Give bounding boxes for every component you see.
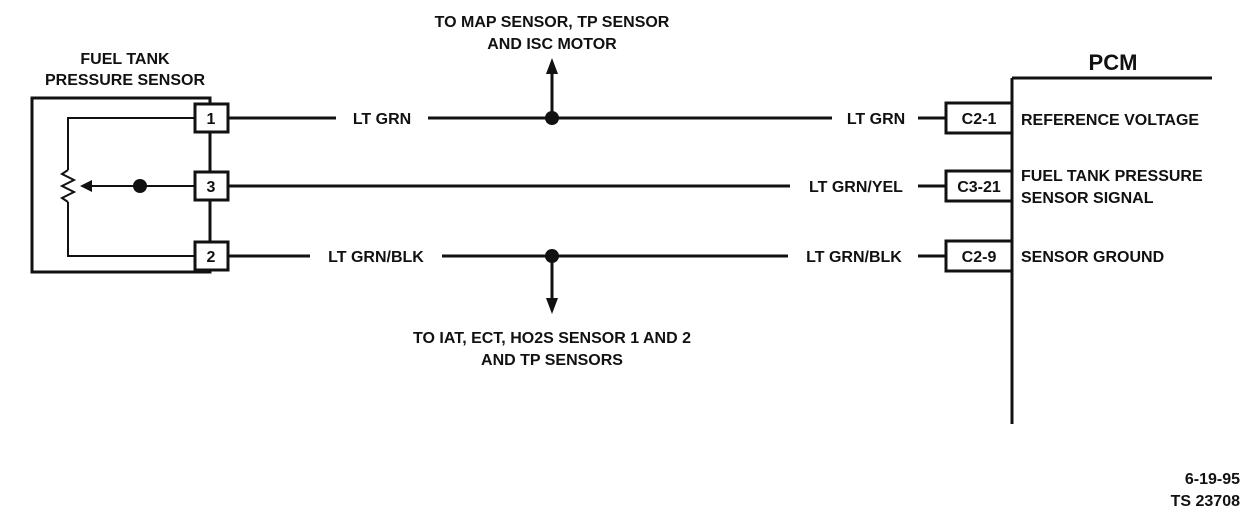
top-splice-label-line2: AND ISC MOTOR (487, 36, 617, 53)
reference-wire-label-right: LT GRN (847, 111, 905, 128)
pcm-connector-c2-1: C2-1 (944, 101, 1014, 135)
potentiometer-icon (59, 117, 195, 257)
top-splice (545, 58, 559, 125)
footer-date: 6-19-95 (1185, 471, 1240, 488)
sensor-pin-3: 3 (193, 170, 230, 202)
svg-text:C2-9: C2-9 (962, 249, 997, 266)
pcm-signal-label-line2: SENSOR SIGNAL (1021, 190, 1154, 207)
pcm-reference-voltage-label: REFERENCE VOLTAGE (1021, 112, 1199, 129)
sensor-title-line1: FUEL TANK (80, 51, 170, 68)
svg-text:2: 2 (207, 249, 216, 266)
bottom-splice (545, 249, 559, 314)
svg-text:C3-21: C3-21 (957, 179, 1001, 196)
footer-code: TS 23708 (1171, 493, 1240, 510)
pcm-title: PCM (1089, 50, 1138, 75)
pcm-signal-label-line1: FUEL TANK PRESSURE (1021, 168, 1203, 185)
ground-wire-label-left: LT GRN/BLK (328, 249, 424, 266)
bottom-splice-label-line1: TO IAT, ECT, HO2S SENSOR 1 AND 2 (413, 330, 691, 347)
svg-text:1: 1 (207, 111, 216, 128)
bottom-splice-label-line2: AND TP SENSORS (481, 352, 623, 369)
pcm-sensor-ground-label: SENSOR GROUND (1021, 249, 1164, 266)
ground-wire-label-right: LT GRN/BLK (806, 249, 902, 266)
sensor-pin-2: 2 (193, 240, 230, 272)
top-splice-label-line1: TO MAP SENSOR, TP SENSOR (435, 14, 670, 31)
svg-text:3: 3 (207, 179, 216, 196)
sensor-pin-1: 1 (193, 102, 230, 134)
svg-text:C2-1: C2-1 (962, 111, 997, 128)
reference-wire-label-left: LT GRN (353, 111, 411, 128)
pcm-connector-c2-9: C2-9 (944, 239, 1014, 273)
pcm-connector-c3-21: C3-21 (944, 169, 1014, 203)
sensor-title-line2: PRESSURE SENSOR (45, 72, 205, 89)
signal-wire-label: LT GRN/YEL (809, 179, 903, 196)
